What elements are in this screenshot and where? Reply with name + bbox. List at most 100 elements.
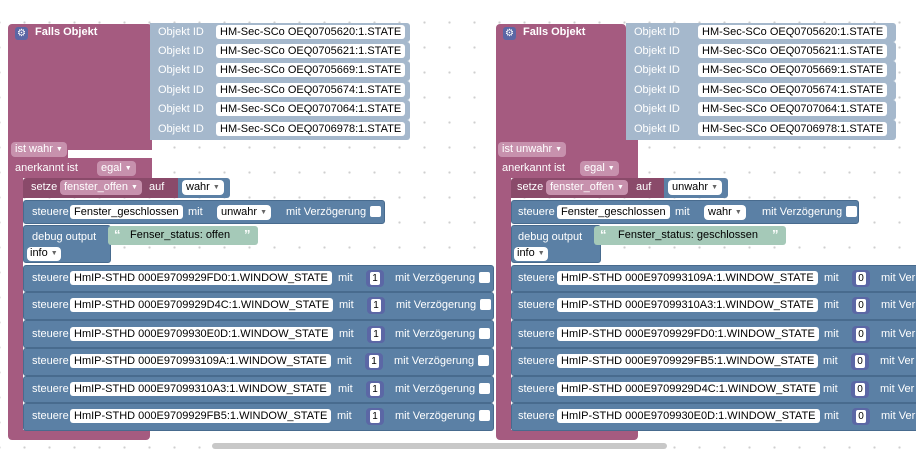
object-id-value[interactable]: HM-Sec-SCo OEQ0705620:1.STATE [216, 25, 406, 39]
right-control-row-1[interactable]: steuere HmIP-STHD 000E970993109A:1.WINDO… [511, 265, 916, 292]
control-target-field[interactable]: Fenster_geschlossen [70, 205, 183, 219]
control-number-value[interactable]: 0 [855, 355, 865, 368]
right-control-row-5[interactable]: steuere HmIP-STHD 000E9709929D4C:1.WINDO… [511, 376, 916, 403]
control-number-value[interactable]: 0 [856, 299, 866, 312]
left-object-id-row-5[interactable]: Objekt ID HM-Sec-SCo OEQ0707064:1.STATE [150, 100, 410, 120]
control-number-value[interactable]: 0 [856, 328, 866, 341]
control-value-dropdown[interactable]: wahr▼ [704, 205, 746, 220]
right-object-id-row-5[interactable]: Objekt ID HM-Sec-SCo OEQ0707064:1.STATE [626, 100, 896, 120]
object-id-value[interactable]: HM-Sec-SCo OEQ0705620:1.STATE [698, 25, 888, 39]
control-number-block[interactable]: 0 [852, 297, 870, 314]
control-number-block[interactable]: 1 [366, 408, 384, 425]
right-control-row-3[interactable]: steuere HmIP-STHD 000E9709929FD0:1.WINDO… [511, 320, 916, 348]
delay-checkbox[interactable] [479, 272, 490, 283]
control-number-block[interactable]: 1 [367, 297, 385, 314]
control-number-value[interactable]: 1 [371, 328, 381, 341]
right-control-row-6[interactable]: steuere HmIP-STHD 000E9709930E0D:1.WINDO… [511, 403, 916, 431]
control-number-value[interactable]: 1 [371, 299, 381, 312]
delay-checkbox[interactable] [479, 328, 490, 339]
set-variable-dropdown[interactable]: fenster_offen▼ [60, 180, 142, 195]
debug-level-dropdown[interactable]: info▼ [514, 247, 548, 261]
object-id-value[interactable]: HM-Sec-SCo OEQ0705674:1.STATE [698, 83, 888, 97]
object-id-value[interactable]: HM-Sec-SCo OEQ0705621:1.STATE [698, 44, 888, 58]
delay-checkbox[interactable] [846, 206, 857, 217]
left-event-block[interactable] [8, 24, 152, 150]
right-ack-dropdown[interactable]: egal▼ [580, 161, 619, 176]
control-target-field[interactable]: HmIP-STHD 000E9709929FB5:1.WINDOW_STATE [557, 354, 819, 368]
left-condition-dropdown[interactable]: ist wahr▼ [11, 142, 67, 157]
left-control-row-1[interactable]: steuere HmIP-STHD 000E9709929FD0:1.WINDO… [23, 265, 494, 292]
left-control-row-2[interactable]: steuere HmIP-STHD 000E9709929D4C:1.WINDO… [23, 292, 494, 320]
right-set-variable-block[interactable]: setze fenster_offen▼ auf [511, 178, 671, 198]
horizontal-scrollbar[interactable] [212, 443, 667, 449]
debug-text-field[interactable]: Fenser_status: offen [126, 228, 235, 242]
object-id-value[interactable]: HM-Sec-SCo OEQ0707064:1.STATE [698, 102, 888, 116]
right-object-id-row-3[interactable]: Objekt ID HM-Sec-SCo OEQ0705669:1.STATE [626, 61, 896, 81]
control-target-field[interactable]: HmIP-STHD 000E97099310A3:1.WINDOW_STATE [70, 382, 331, 396]
right-object-id-row-4[interactable]: Objekt ID HM-Sec-SCo OEQ0705674:1.STATE [626, 81, 896, 100]
object-id-value[interactable]: HM-Sec-SCo OEQ0707064:1.STATE [216, 102, 406, 116]
right-object-id-row-1[interactable]: Objekt ID HM-Sec-SCo OEQ0705620:1.STATE [626, 23, 896, 42]
control-number-block[interactable]: 1 [367, 326, 385, 343]
delay-checkbox[interactable] [480, 299, 491, 310]
gear-icon[interactable]: ⚙ [503, 27, 516, 40]
control-number-block[interactable]: 0 [851, 381, 869, 398]
control-number-block[interactable]: 1 [366, 381, 384, 398]
left-object-id-row-4[interactable]: Objekt ID HM-Sec-SCo OEQ0705674:1.STATE [150, 81, 410, 100]
right-control-row-2[interactable]: steuere HmIP-STHD 000E97099310A3:1.WINDO… [511, 292, 916, 320]
left-control-row-5[interactable]: steuere HmIP-STHD 000E97099310A3:1.WINDO… [23, 376, 494, 403]
left-debug-text-block[interactable]: “ Fenser_status: offen ” [108, 226, 258, 245]
debug-level-dropdown[interactable]: info▼ [27, 247, 61, 261]
control-target-field[interactable]: HmIP-STHD 000E9709929FB5:1.WINDOW_STATE [70, 409, 332, 423]
left-control-row-6[interactable]: steuere HmIP-STHD 000E9709929FB5:1.WINDO… [23, 403, 494, 431]
left-control-row-3[interactable]: steuere HmIP-STHD 000E9709930E0D:1.WINDO… [23, 320, 494, 348]
control-number-value[interactable]: 0 [856, 272, 866, 285]
left-control-row-4[interactable]: steuere HmIP-STHD 000E970993109A:1.WINDO… [23, 348, 494, 376]
left-object-id-row-3[interactable]: Objekt ID HM-Sec-SCo OEQ0705669:1.STATE [150, 61, 410, 81]
control-number-value[interactable]: 1 [370, 410, 380, 423]
control-target-field[interactable]: HmIP-STHD 000E970993109A:1.WINDOW_STATE [70, 354, 331, 368]
left-control-window-closed-block[interactable]: steuere Fenster_geschlossen mit unwahr▼ … [23, 200, 385, 224]
left-object-id-row-1[interactable]: Objekt ID HM-Sec-SCo OEQ0705620:1.STATE [150, 23, 410, 42]
right-condition-dropdown[interactable]: ist unwahr▼ [498, 142, 567, 157]
control-number-value[interactable]: 1 [370, 272, 380, 285]
object-id-value[interactable]: HM-Sec-SCo OEQ0705674:1.STATE [216, 83, 406, 97]
object-id-value[interactable]: HM-Sec-SCo OEQ0706978:1.STATE [698, 122, 888, 136]
left-set-variable-block[interactable]: setze fenster_offen▼ auf [23, 178, 183, 198]
control-target-field[interactable]: HmIP-STHD 000E9709929D4C:1.WINDOW_STATE [557, 382, 821, 396]
delay-checkbox[interactable] [370, 206, 381, 217]
control-number-block[interactable]: 0 [852, 326, 870, 343]
control-target-field[interactable]: HmIP-STHD 000E9709930E0D:1.WINDOW_STATE [557, 409, 820, 423]
control-target-field[interactable]: HmIP-STHD 000E9709929FD0:1.WINDOW_STATE [70, 271, 332, 285]
control-number-block[interactable]: 0 [852, 270, 870, 287]
control-number-block[interactable]: 0 [851, 353, 869, 370]
control-number-value[interactable]: 1 [370, 383, 380, 396]
delay-checkbox[interactable] [479, 383, 490, 394]
left-ack-dropdown[interactable]: egal▼ [97, 161, 136, 176]
control-number-block[interactable]: 1 [365, 353, 383, 370]
control-target-field[interactable]: HmIP-STHD 000E9709929FD0:1.WINDOW_STATE [557, 327, 819, 341]
set-value-dropdown[interactable]: unwahr▼ [668, 180, 723, 195]
delay-checkbox[interactable] [479, 410, 490, 421]
left-debug-output-block[interactable]: debug output info▼ [23, 225, 111, 263]
object-id-value[interactable]: HM-Sec-SCo OEQ0705669:1.STATE [216, 63, 406, 77]
control-target-field[interactable]: Fenster_geschlossen [557, 205, 670, 219]
object-id-value[interactable]: HM-Sec-SCo OEQ0705621:1.STATE [216, 44, 406, 58]
right-debug-text-block[interactable]: “ Fenster_status: geschlossen ” [594, 226, 786, 245]
control-number-value[interactable]: 0 [855, 383, 865, 396]
right-object-id-row-2[interactable]: Objekt ID HM-Sec-SCo OEQ0705621:1.STATE [626, 42, 896, 61]
object-id-value[interactable]: HM-Sec-SCo OEQ0706978:1.STATE [216, 122, 406, 136]
object-id-value[interactable]: HM-Sec-SCo OEQ0705669:1.STATE [698, 63, 888, 77]
right-object-id-row-6[interactable]: Objekt ID HM-Sec-SCo OEQ0706978:1.STATE [626, 120, 896, 140]
control-number-block[interactable]: 0 [852, 408, 870, 425]
left-object-id-row-6[interactable]: Objekt ID HM-Sec-SCo OEQ0706978:1.STATE [150, 120, 410, 140]
control-number-value[interactable]: 0 [856, 410, 866, 423]
set-variable-dropdown[interactable]: fenster_offen▼ [546, 180, 628, 195]
control-target-field[interactable]: HmIP-STHD 000E97099310A3:1.WINDOW_STATE [557, 298, 818, 312]
control-value-dropdown[interactable]: unwahr▼ [217, 205, 272, 220]
left-set-value-block[interactable]: wahr▼ [178, 178, 230, 198]
control-number-value[interactable]: 1 [369, 355, 379, 368]
left-object-id-row-2[interactable]: Objekt ID HM-Sec-SCo OEQ0705621:1.STATE [150, 42, 410, 61]
right-set-value-block[interactable]: unwahr▼ [664, 178, 728, 198]
